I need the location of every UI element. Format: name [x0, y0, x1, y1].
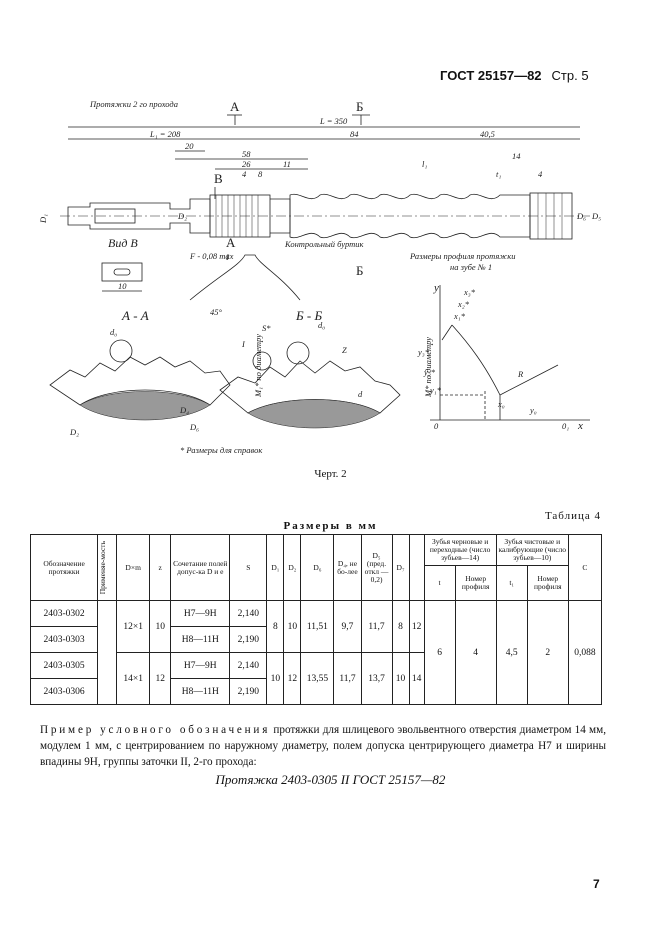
- col-t: t: [423, 565, 456, 601]
- axis-y1: y₁*: [429, 385, 442, 395]
- table-caption: Размеры в мм: [283, 520, 378, 532]
- dim-11: 11: [283, 159, 291, 169]
- dim-4: 4: [242, 169, 247, 179]
- col-d7: D₇: [391, 534, 410, 601]
- label-d0-b: d₀: [318, 320, 325, 330]
- label-S: S*: [262, 323, 271, 333]
- col-dxm: D×m: [116, 534, 151, 601]
- col-d4: D₄, не бо-лее: [333, 534, 362, 601]
- axis-x3: x₃*: [463, 287, 476, 297]
- axis-R: R: [517, 369, 524, 379]
- dim-84: 84: [350, 129, 359, 139]
- col-rough-group: Зубья черновые и переходные (число зубье…: [423, 534, 497, 566]
- axis-x2: x₂*: [457, 299, 470, 309]
- col-d1: D₁: [266, 534, 285, 601]
- dim-40-5: 40,5: [480, 129, 495, 139]
- dim-8: 8: [258, 169, 263, 179]
- label-D4-section: D₄: [179, 405, 189, 415]
- col-extra: [408, 534, 425, 601]
- angle-45: 45°: [210, 307, 223, 317]
- table-row: 2403-0306 H8—11H 2,190: [29, 678, 602, 705]
- axis-o1: 0₁: [562, 421, 569, 431]
- broach-body: [60, 192, 590, 240]
- view-b-label: Вид В: [108, 236, 138, 250]
- col-s: S: [229, 534, 268, 601]
- axis-x0: x₀: [497, 399, 505, 409]
- col-fields: Сочетание полей допус-ка D и e: [170, 534, 231, 601]
- axis-x: х: [577, 420, 583, 432]
- label-D2: D₂: [177, 211, 187, 221]
- table-label: Таблица 4: [544, 510, 601, 522]
- col-applicability: Применяе-мость: [97, 534, 118, 601]
- axis-y3: y₃*: [417, 347, 430, 357]
- page-label: Стр. 5: [551, 68, 589, 83]
- col-d2: D₂: [283, 534, 302, 601]
- paragraph-text: протяжки для шлицевого эвольвентного отв…: [40, 724, 606, 768]
- label-d: d: [358, 389, 363, 399]
- label-D6: D₆: [576, 211, 586, 221]
- dim-4b: 4: [538, 169, 543, 179]
- table-row: 2403-0305 14×1 12 H7—9H 2,140 10 12 13,5…: [29, 652, 602, 705]
- axis-y0: y₀: [529, 405, 537, 415]
- label-D1: D₁: [38, 214, 48, 224]
- profile-axes: [430, 285, 590, 421]
- label-M: M* по диаметру: [423, 337, 433, 398]
- dimensions-table: Обозначение протяжки Применяе-мость D×m …: [29, 534, 603, 705]
- section-a-bottom: А: [226, 235, 236, 250]
- col-z: z: [149, 534, 172, 601]
- technical-drawing: Протяжки 2 го прохода А Б L = 350 L₁ = 2…: [38, 99, 601, 455]
- col-finish-group: Зубья чистовые и калибрующие (число зубь…: [495, 534, 569, 566]
- label-D5: D₅: [591, 211, 601, 221]
- page-header: ГОСТ 25157—82 Стр. 5: [440, 68, 589, 83]
- section-bb-title: Б - Б: [295, 308, 322, 323]
- dim-t1: t₁: [496, 169, 501, 179]
- col-d5: D₅ (пред. откл —0,2): [360, 534, 393, 601]
- section-aa-title: А - А: [121, 308, 149, 323]
- control-collar-label: Контрольный буртик: [284, 239, 364, 249]
- reference-note: * Размеры для справок: [180, 445, 263, 455]
- axis-x1: x₁*: [453, 311, 466, 321]
- col-designation: Обозначение протяжки: [29, 534, 99, 601]
- col-t1: t₁: [495, 565, 528, 601]
- col-c: C: [567, 534, 603, 601]
- detail-I-b: I: [241, 339, 246, 349]
- table-row: 2403-0302 12×1 10 H7—9H 2,140 8 10 11,51…: [29, 600, 603, 705]
- designation-example: Протяжка 2403-0305 II ГОСТ 25157—82: [215, 772, 446, 787]
- figure-caption: Черт. 2: [314, 468, 347, 480]
- section-b-bottom: Б: [356, 263, 363, 278]
- dim-14: 14: [512, 151, 521, 161]
- label-F: F - 0,08 max: [189, 251, 234, 261]
- paragraph-lead: Пример условного обозначения: [40, 724, 271, 736]
- col-profile: Номер профиля: [454, 565, 497, 601]
- arrow-b-label: В: [214, 171, 223, 186]
- section-b-top: Б: [356, 99, 363, 114]
- gost-number: ГОСТ 25157—82: [440, 68, 542, 83]
- dim-l1: l₁: [422, 159, 427, 169]
- dim-L: L = 350: [319, 116, 348, 126]
- label-d0-a: d₀: [110, 327, 117, 337]
- dim-20: 20: [185, 141, 194, 151]
- dim-10: 10: [118, 281, 127, 291]
- page-number: 7: [593, 877, 600, 891]
- col-d6: D₆: [300, 534, 335, 601]
- dim-L1: L₁ = 208: [149, 129, 181, 139]
- label-D2-section: D₂: [69, 427, 79, 437]
- profile-note-2: на зубе № 1: [450, 262, 492, 272]
- table-row: 2403-0303 H8—11H 2,190: [29, 626, 602, 653]
- designation-example-paragraph: Пример условного обозначения протяжки дл…: [40, 722, 606, 770]
- axis-y: у: [433, 282, 439, 294]
- label-Z: Z: [342, 345, 347, 355]
- section-a-top: А: [230, 99, 240, 114]
- axis-y2: y₂*: [423, 367, 436, 377]
- axis-origin: 0: [434, 421, 439, 431]
- dim-58: 58: [242, 149, 251, 159]
- col-profile2: Номер профиля: [526, 565, 569, 601]
- dim-26: 26: [242, 159, 251, 169]
- detail-I: I: [225, 252, 230, 262]
- profile-note: Размеры профиля протяжки: [409, 251, 515, 261]
- label-M1: M₁* по диаметру: [253, 334, 263, 398]
- label-D6-section: D₆: [189, 422, 199, 432]
- drawing-title: Протяжки 2 го прохода: [89, 99, 178, 109]
